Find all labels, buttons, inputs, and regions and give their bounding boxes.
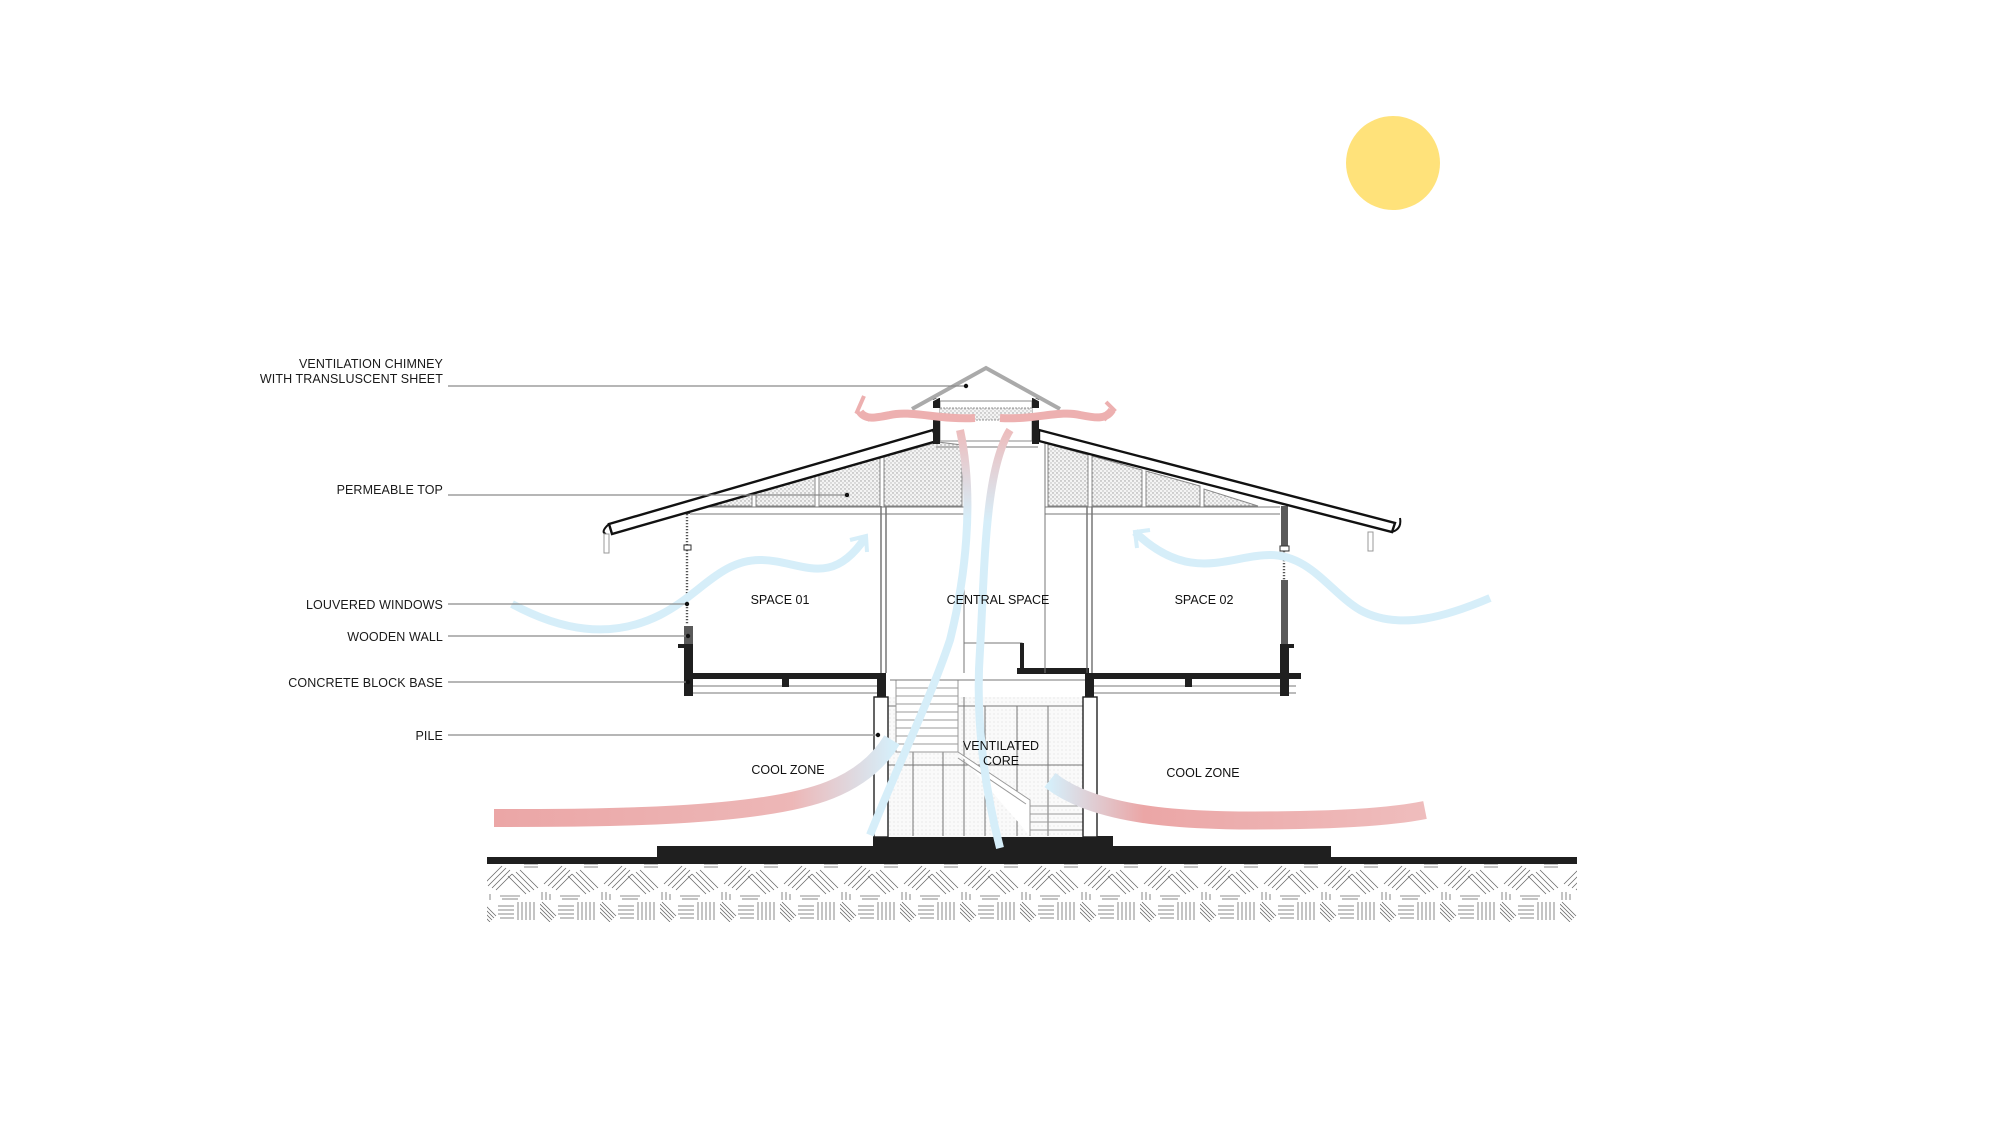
pile-right (1082, 696, 1098, 838)
cool-air-arrow-icon (510, 427, 1492, 850)
label-cool-zone-left: COOL ZONE (751, 763, 824, 777)
space-labels: SPACE 01 CENTRAL SPACE SPACE 02 VENTILAT… (751, 593, 1240, 780)
permeable-top (699, 441, 1259, 507)
annotation-labels: VENTILATION CHIMNEY WITH TRANSLUSCENT SH… (260, 357, 444, 743)
label-louvered-windows: LOUVERED WINDOWS (306, 598, 443, 612)
label-cool-zone-right: COOL ZONE (1166, 766, 1239, 780)
label-central-space: CENTRAL SPACE (947, 593, 1050, 607)
floor (688, 668, 1301, 697)
label-permeable-top: PERMEABLE TOP (337, 483, 443, 497)
ventilation-chimney (911, 365, 1061, 448)
label-ventilated-core: VENTILATED (963, 739, 1039, 753)
label-ventilated-core-2: CORE (983, 754, 1019, 768)
label-space-01: SPACE 01 (751, 593, 810, 607)
warm-air-arrow-icon (493, 395, 1427, 830)
label-space-02: SPACE 02 (1175, 593, 1234, 607)
label-concrete-block-base: CONCRETE BLOCK BASE (288, 676, 443, 690)
sun-icon (1346, 116, 1440, 210)
label-pile: PILE (416, 729, 444, 743)
leader-lines (448, 383, 969, 738)
label-translucent-sheet: WITH TRANSLUSCENT SHEET (260, 372, 443, 386)
label-ventilation-chimney: VENTILATION CHIMNEY (299, 357, 444, 371)
ground (487, 836, 1577, 922)
label-wooden-wall: WOODEN WALL (347, 630, 443, 644)
